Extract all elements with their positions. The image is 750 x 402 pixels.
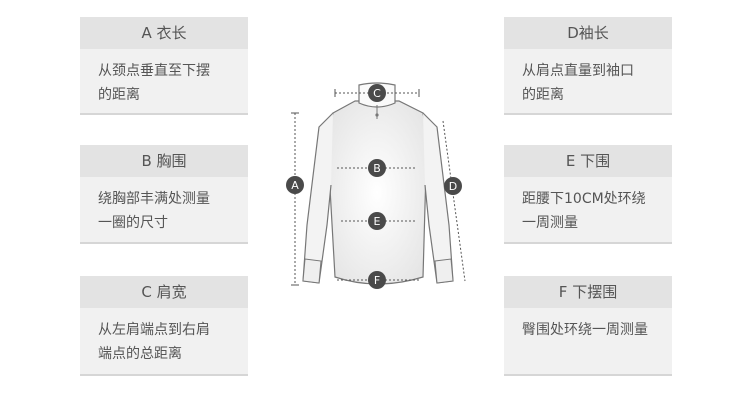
marker-e: E: [368, 212, 386, 230]
card-chest-line-2: 一圈的尺寸: [98, 215, 168, 231]
card-hem-title: F 下摆围: [504, 276, 672, 308]
card-length-line-2: 的距离: [98, 87, 140, 103]
card-chest-line-1: 绕胸部丰满处测量: [98, 191, 210, 207]
marker-b: B: [368, 159, 386, 177]
card-chest: B 胸围 绕胸部丰满处测量 一圈的尺寸: [80, 145, 248, 244]
card-shoulder-description: 从左肩端点到右肩 端点的总距离: [80, 308, 248, 376]
card-length-line-1: 从颈点垂直至下摆: [98, 63, 210, 79]
card-sleeve-line-2: 的距离: [522, 87, 564, 103]
shirt-button: [375, 113, 379, 117]
card-waist-line-1: 距腰下10CM处环绕: [522, 191, 646, 207]
card-sleeve-description: 从肩点直量到袖口 的距离: [504, 49, 672, 115]
card-chest-description: 绕胸部丰满处测量 一圈的尺寸: [80, 177, 248, 244]
shirt-measurement-diagram: C B E F A D: [286, 82, 466, 289]
card-shoulder: C 肩宽 从左肩端点到右肩 端点的总距离: [80, 276, 248, 376]
card-shoulder-line-2: 端点的总距离: [98, 346, 182, 362]
marker-c-label: C: [373, 87, 381, 100]
shirt-right-cuff: [434, 258, 454, 284]
shirt-body-outline: [326, 100, 428, 285]
card-length-description: 从颈点垂直至下摆 的距离: [80, 49, 248, 115]
marker-b-label: B: [373, 162, 381, 175]
measurement-ticks: [291, 89, 420, 286]
card-hem-description: 臀围处环绕一周测量: [504, 308, 672, 376]
card-sleeve: D袖长 从肩点直量到袖口 的距离: [504, 17, 672, 115]
card-waist-description: 距腰下10CM处环绕 一周测量: [504, 177, 672, 244]
card-shoulder-title: C 肩宽: [80, 276, 248, 308]
card-chest-title: B 胸围: [80, 145, 248, 177]
marker-d-label: D: [449, 180, 457, 193]
card-waist-title: E 下围: [504, 145, 672, 177]
marker-c: C: [368, 84, 386, 102]
marker-a-label: A: [291, 179, 299, 192]
card-sleeve-line-1: 从肩点直量到袖口: [522, 63, 634, 79]
shirt-right-sleeve: [422, 112, 454, 284]
card-hem: F 下摆围 臀围处环绕一周测量: [504, 276, 672, 376]
marker-f: F: [368, 271, 386, 289]
card-sleeve-title: D袖长: [504, 17, 672, 49]
card-shoulder-line-1: 从左肩端点到右肩: [98, 322, 210, 338]
shirt-left-sleeve: [302, 112, 334, 284]
card-length: A 衣长 从颈点垂直至下摆 的距离: [80, 17, 248, 115]
card-hem-line-1: 臀围处环绕一周测量: [522, 322, 648, 338]
card-waist-line-2: 一周测量: [522, 215, 578, 231]
marker-a: A: [286, 176, 304, 194]
marker-d: D: [444, 177, 462, 195]
shirt-left-cuff: [302, 258, 322, 284]
card-waist: E 下围 距腰下10CM处环绕 一周测量: [504, 145, 672, 244]
marker-f-label: F: [374, 274, 380, 287]
card-length-title: A 衣长: [80, 17, 248, 49]
marker-e-label: E: [374, 215, 381, 228]
